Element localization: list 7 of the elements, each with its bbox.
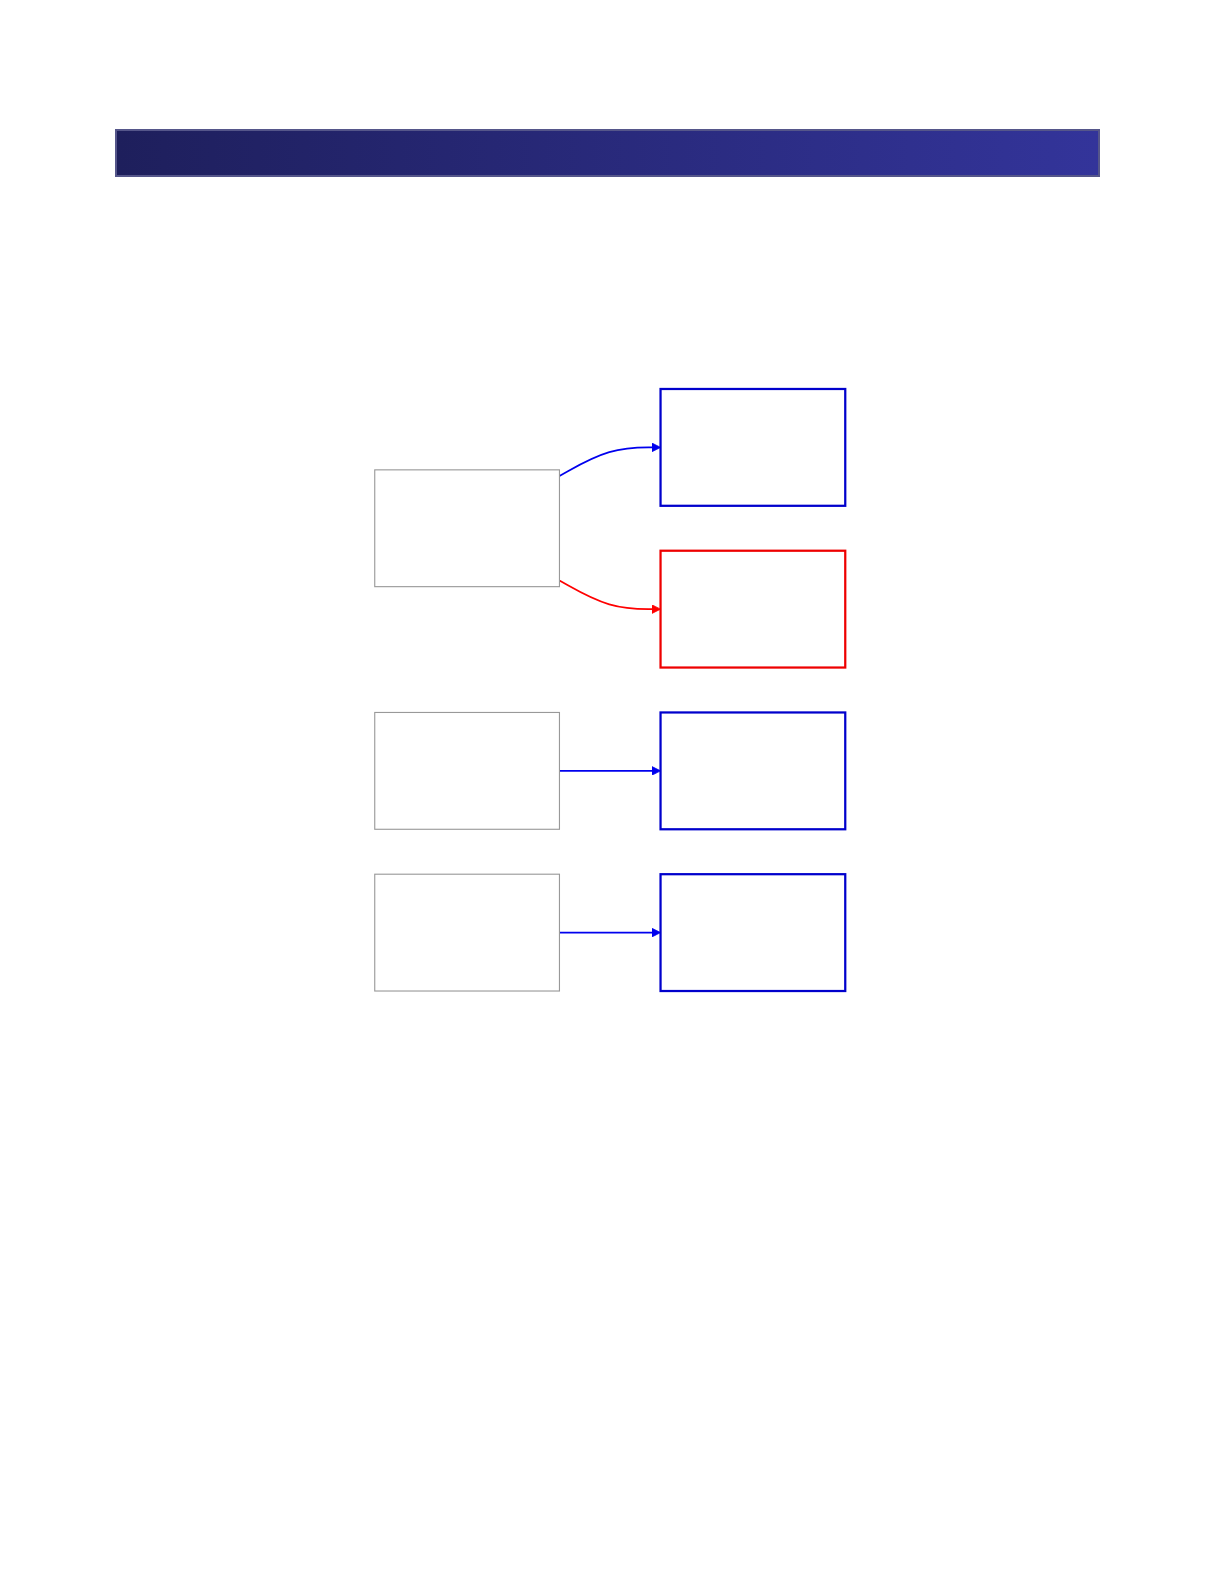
node-box (659, 873, 847, 993)
node-box (659, 549, 847, 669)
node-box (374, 711, 560, 830)
node-box (374, 873, 560, 992)
node-box (659, 387, 847, 507)
node-box (659, 711, 847, 831)
node-box (374, 469, 560, 588)
